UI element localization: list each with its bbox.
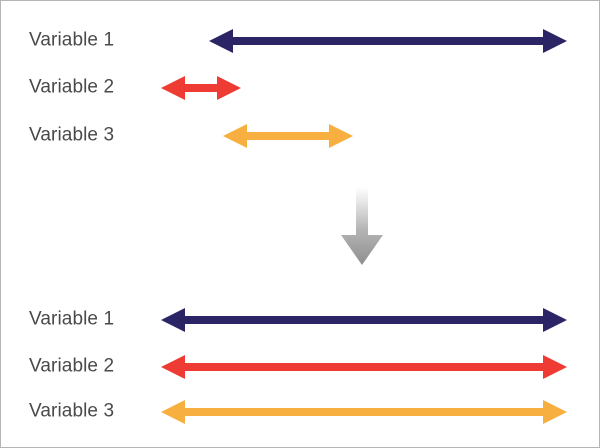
arrow-before-variable-2 <box>161 76 241 100</box>
label-before-variable-2: Variable 2 <box>29 76 115 98</box>
arrow-after-variable-3 <box>161 400 567 424</box>
arrow-after-variable-2 <box>161 355 567 379</box>
downward-transition-arrow <box>341 187 383 265</box>
label-after-variable-2: Variable 2 <box>29 355 115 377</box>
label-before-variable-3: Variable 3 <box>29 124 115 146</box>
arrow-after-variable-1 <box>161 308 567 332</box>
label-after-variable-1: Variable 1 <box>29 308 115 330</box>
arrow-before-variable-1 <box>209 29 567 53</box>
label-before-variable-1: Variable 1 <box>29 29 115 51</box>
arrow-before-variable-3 <box>223 124 353 148</box>
label-after-variable-3: Variable 3 <box>29 400 115 422</box>
